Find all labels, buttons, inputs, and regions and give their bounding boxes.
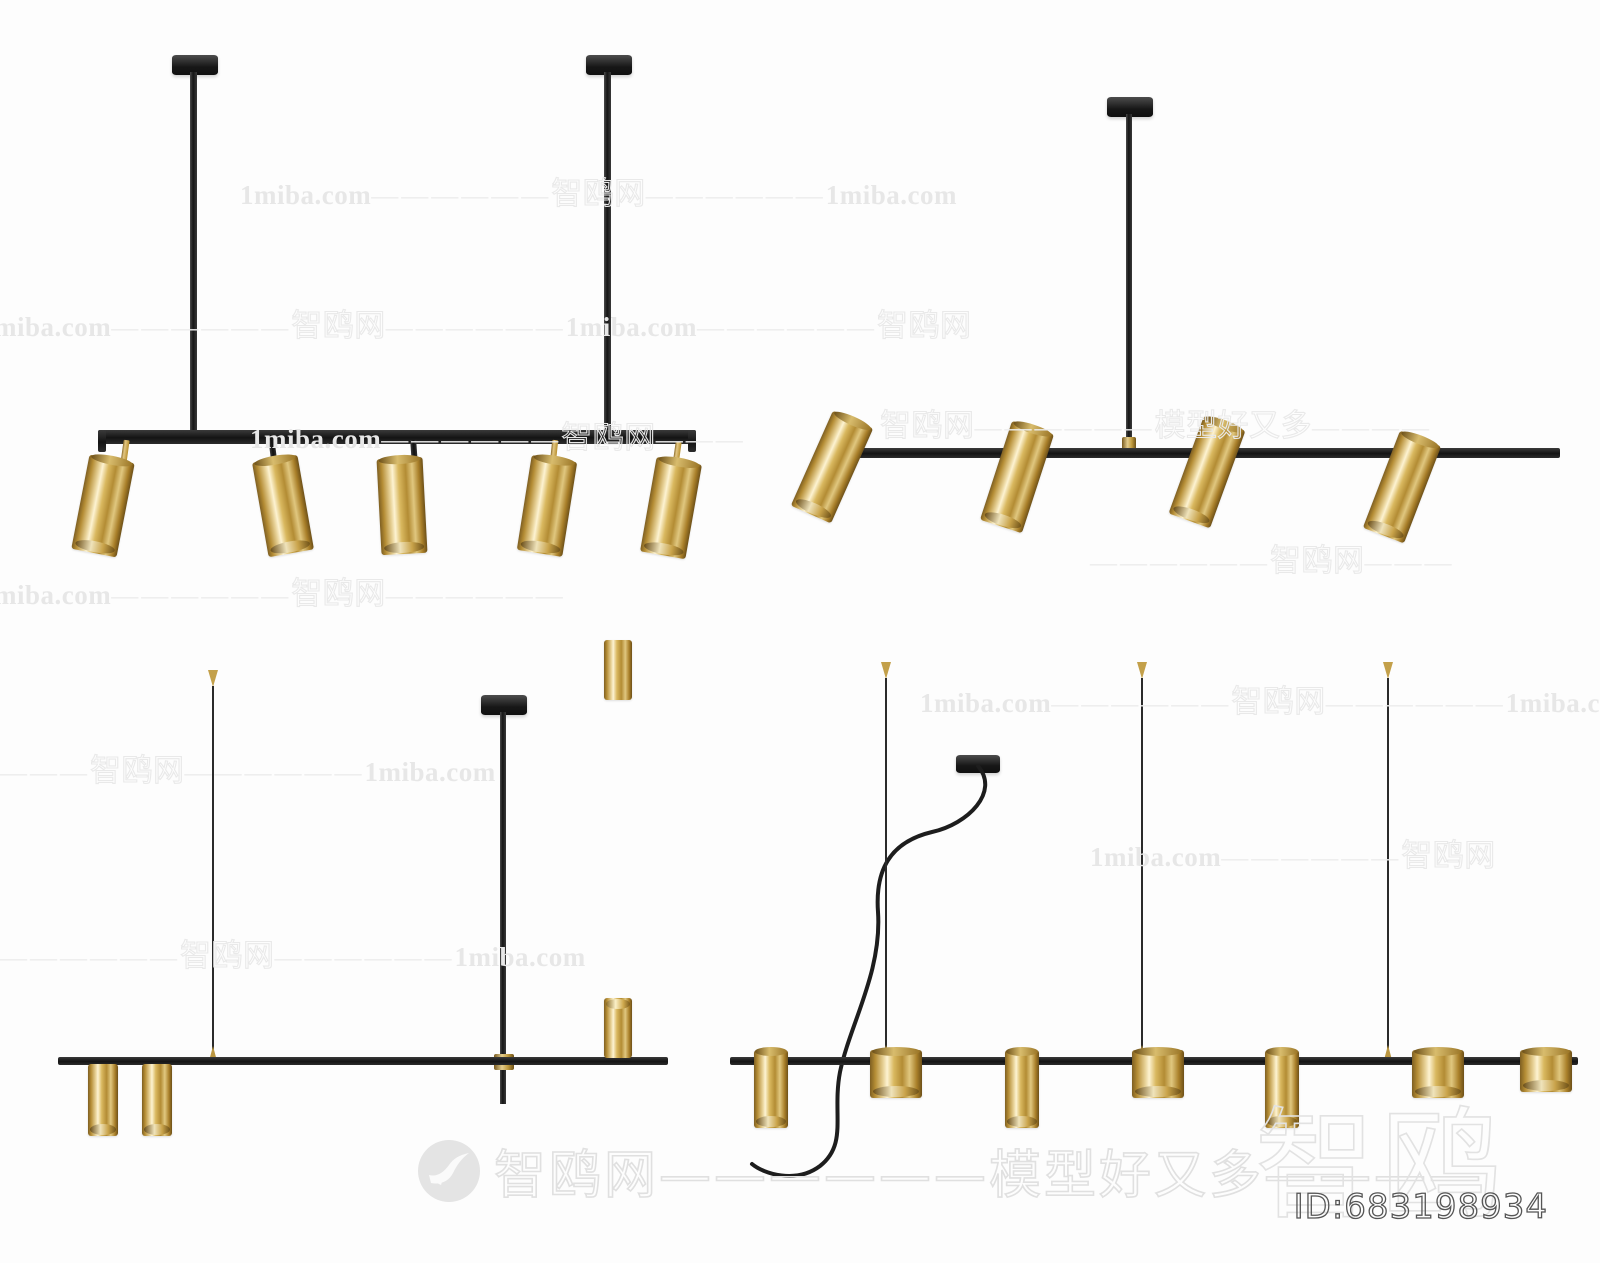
ceiling-canopy bbox=[172, 55, 218, 75]
product-four-head-angled-brass-spotlight bbox=[780, 0, 1600, 560]
cable-brass-tip-icon bbox=[208, 670, 218, 687]
ceiling-canopy bbox=[586, 55, 632, 75]
brass-drum bbox=[870, 1047, 922, 1098]
suspension-rod bbox=[604, 72, 611, 437]
product-five-head-brass-track-spotlight bbox=[0, 0, 720, 560]
ceiling-canopy bbox=[1107, 97, 1153, 117]
brass-cylinder-down bbox=[142, 1064, 172, 1136]
product-minimal-brass-cylinder-bar-pendant bbox=[0, 640, 700, 1200]
product-long-cable-suspended-brass-cylinder-bar bbox=[700, 640, 1600, 1200]
brass-drum bbox=[1412, 1047, 1464, 1098]
cable-brass-tip-icon bbox=[1383, 662, 1393, 679]
ceiling-canopy bbox=[481, 695, 527, 715]
brass-cylinder-tall bbox=[1005, 1047, 1039, 1128]
cable-brass-cone-icon bbox=[1384, 1045, 1392, 1060]
thin-bar bbox=[58, 1057, 668, 1065]
suspension-cable bbox=[1141, 678, 1143, 1058]
suspension-rod bbox=[1126, 114, 1132, 444]
brass-cylinder-tall bbox=[1265, 1047, 1299, 1128]
track-bar-endcap bbox=[688, 430, 696, 452]
watermark-row: 1miba.com——————智鸥网—————— bbox=[0, 575, 566, 612]
cable-brass-cone-icon bbox=[209, 1046, 217, 1061]
suspension-cable bbox=[1387, 678, 1389, 1058]
suspension-rod bbox=[500, 712, 506, 1104]
brass-drum bbox=[1132, 1047, 1184, 1098]
cable-brass-tip-icon bbox=[1137, 662, 1147, 679]
suspension-rod bbox=[190, 72, 197, 437]
brass-cylinder-up bbox=[604, 998, 632, 1058]
suspension-cable bbox=[212, 686, 214, 1060]
draped-power-cord bbox=[750, 764, 987, 1178]
brass-cylinder-tall bbox=[754, 1047, 788, 1128]
cable-brass-tip-icon bbox=[881, 662, 891, 679]
brass-cylinder-down bbox=[88, 1064, 118, 1136]
track-bar-endcap bbox=[98, 430, 106, 452]
track-bar bbox=[98, 430, 696, 444]
brass-drum bbox=[1520, 1047, 1572, 1092]
suspension-cable bbox=[885, 678, 887, 1058]
brass-cylinder-up bbox=[604, 640, 632, 700]
